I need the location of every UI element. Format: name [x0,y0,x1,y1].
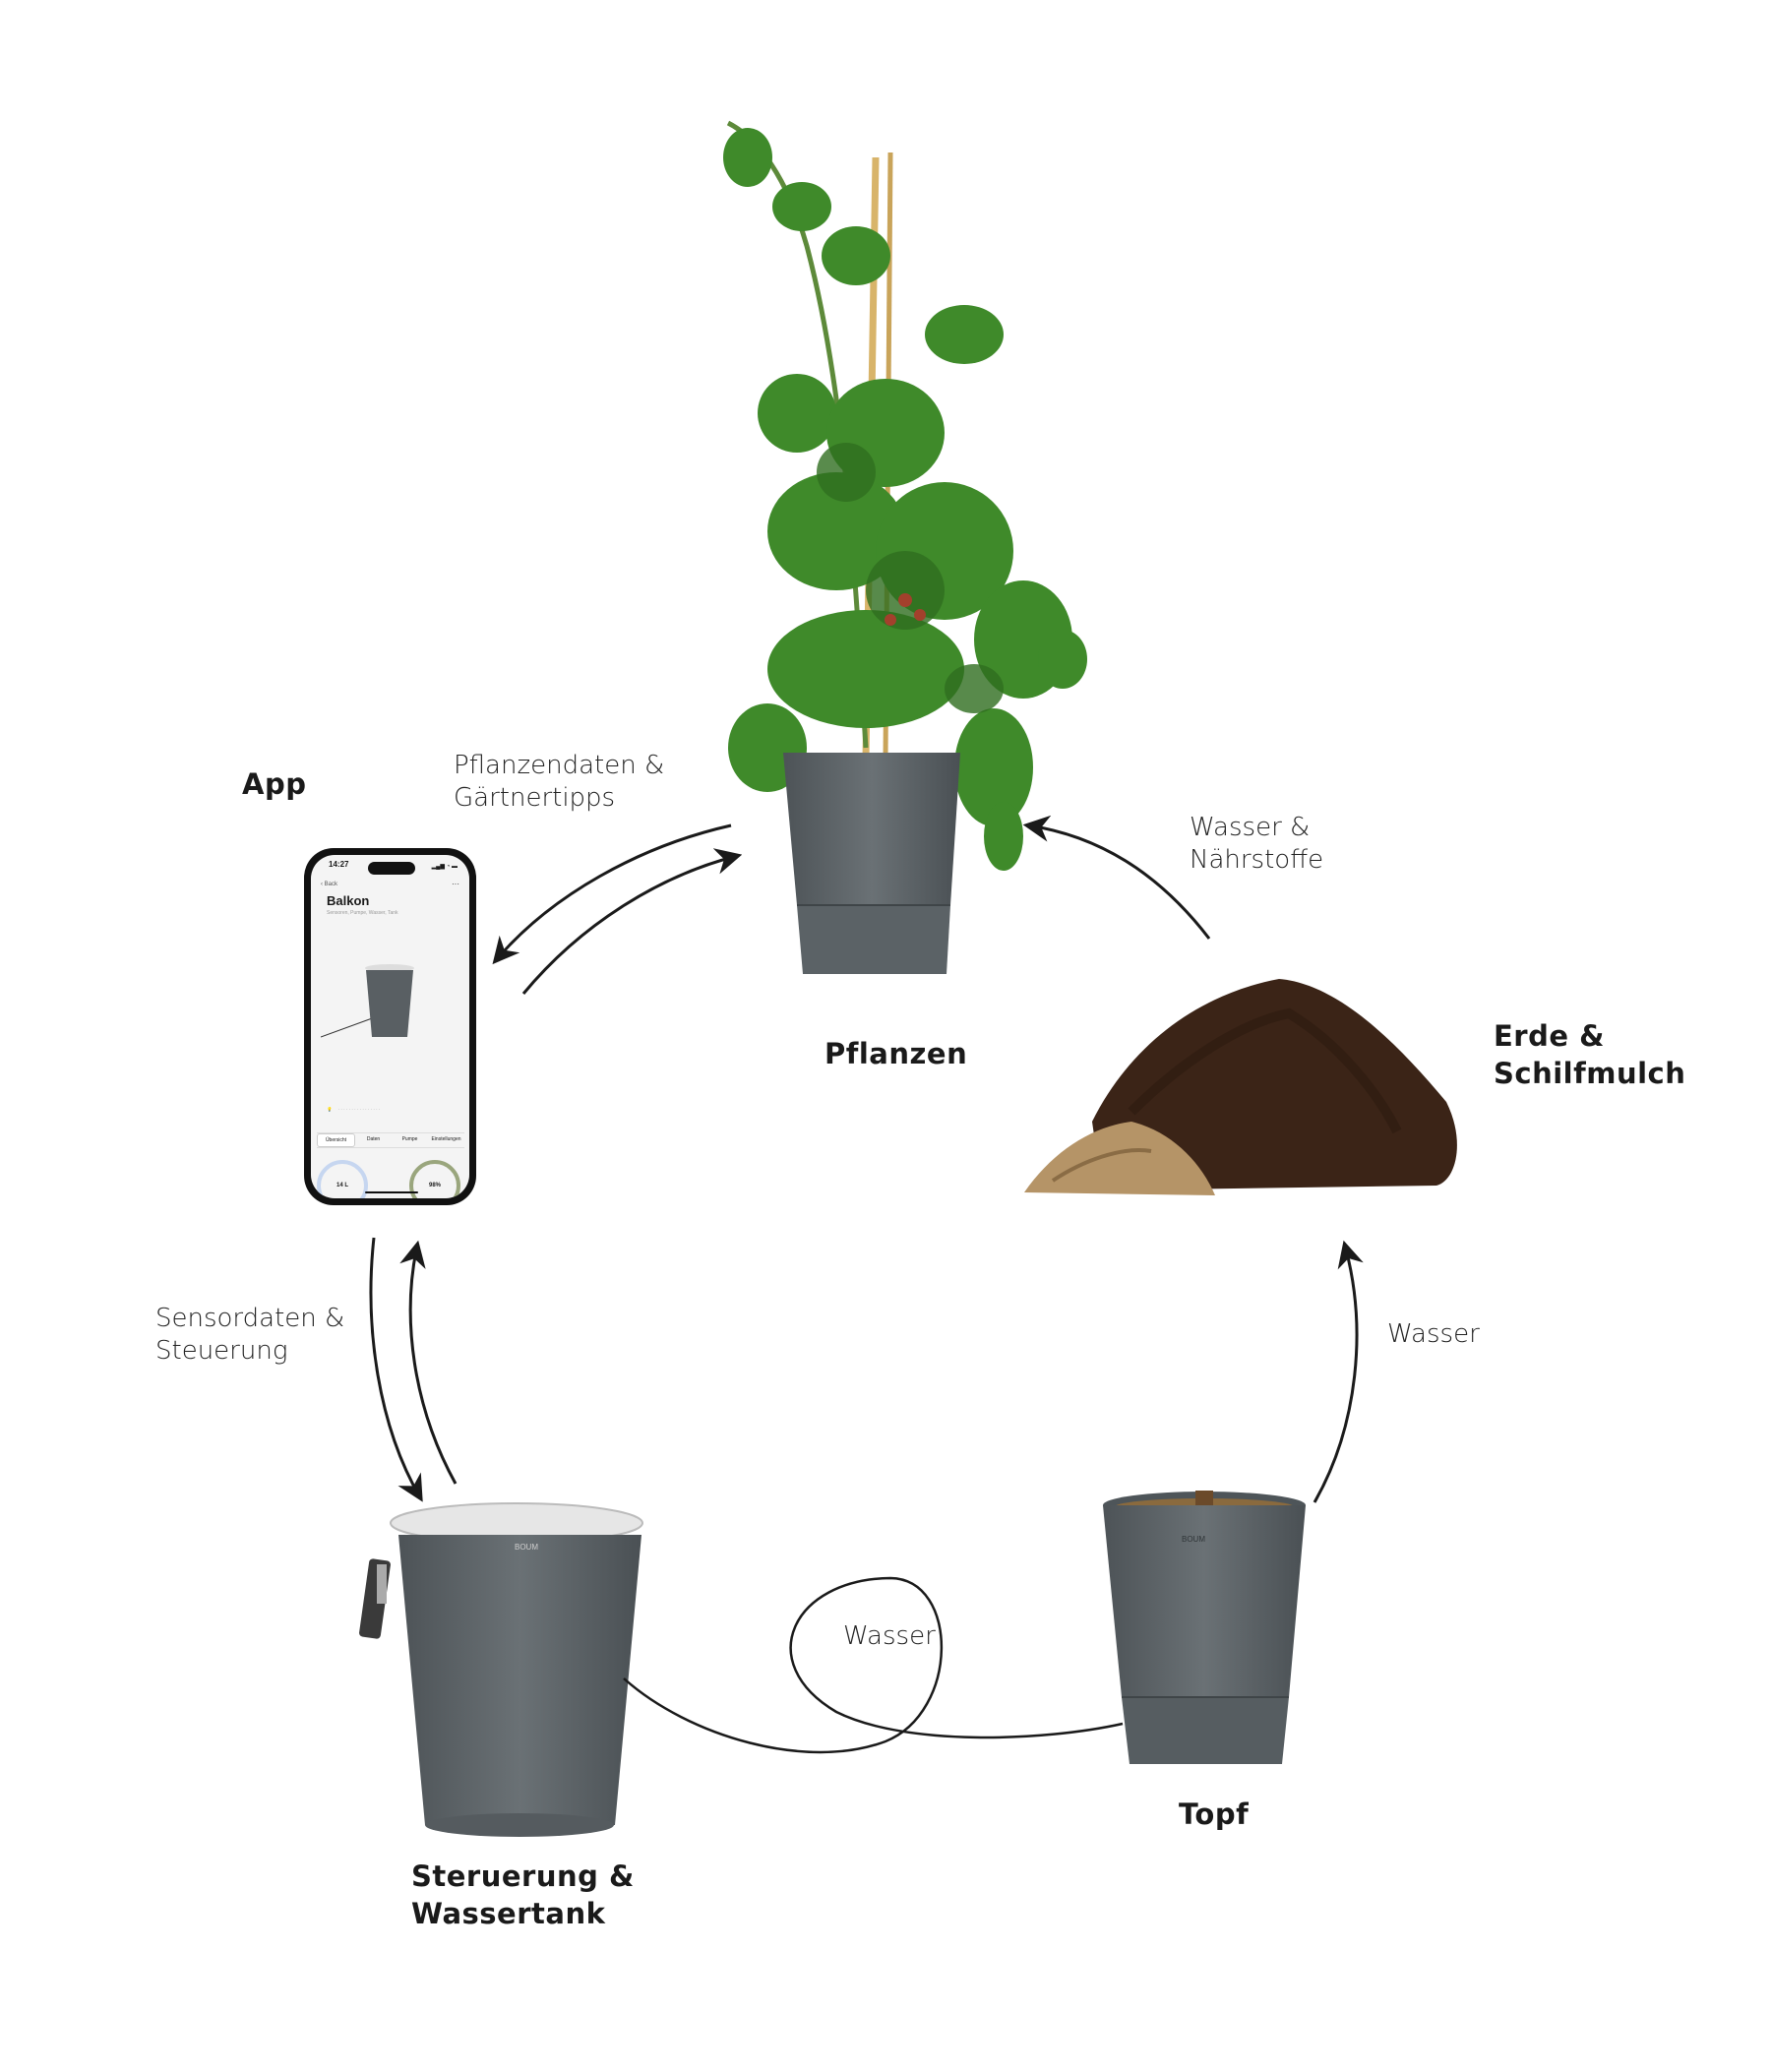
node-label-tank: Steruerung & Wassertank [411,1858,635,1932]
flow-soil-plants-line-2: Nährstoffe [1190,845,1324,875]
node-label-soil: Erde & Schilfmulch [1494,1017,1685,1092]
tab-settings[interactable]: Einstellungen [431,1136,461,1142]
dynamic-island [368,862,415,875]
tip-text: 💡· · · · · · · · · · · · · · · · [327,1107,381,1112]
tank-label-line-2: Wassertank [411,1897,606,1930]
flow-app-tank-line-2: Steuerung [155,1336,288,1366]
arrow-app-to-plants [521,848,743,995]
flow-label-pot-soil: Wasser [1387,1319,1480,1349]
smartphone-app-screen: 14:27 ▂▄▆ ◔ ▬ ‹ Back ··· Balkon Sensoren… [304,848,476,1205]
soil-label-line-2: Schilfmulch [1494,1057,1686,1090]
arrow-app-to-tank [369,1237,423,1502]
arrow-plants-to-app [492,823,732,965]
soil-and-mulch-image [1024,979,1457,1195]
arrow-pot-to-soil [1313,1240,1364,1503]
flow-label-soil-plants: Wasser & Nährstoffe [1190,812,1323,877]
flow-app-plants-line-2: Gärtnertipps [454,783,616,813]
more-icon[interactable]: ··· [452,880,459,888]
status-icons: ▂▄▆ ◔ ▬ [431,864,458,870]
flow-label-app-plants: Pflanzendaten & Gärtnertipps [454,750,664,815]
flow-label-app-tank: Sensordaten & Steuerung [155,1303,344,1368]
back-button[interactable]: ‹ Back [321,882,338,887]
water-level-gauge: 14 L [317,1160,368,1198]
tank-thumbnail [321,964,414,1038]
flow-soil-plants-line-1: Wasser & [1190,813,1311,842]
tomato-plant-image [723,120,1087,974]
tab-data[interactable]: Daten [366,1136,381,1142]
node-label-app: App [242,767,307,801]
hose-tank-to-pot [623,1576,1124,1754]
phone-page-title: Balkon [327,893,370,908]
lightbulb-icon: 💡 [327,1107,333,1112]
arrow-tank-to-app [399,1240,458,1485]
flow-app-plants-line-1: Pflanzendaten & [454,751,665,780]
phone-page-subtitle: Sensoren, Pumpe, Wasser, Tank [327,910,398,916]
moisture-gauge: 98% [409,1160,460,1198]
tab-overview[interactable]: Übersicht [317,1133,355,1147]
tank-brand: BOUM [515,1543,538,1552]
pot-image: BOUM [1103,1491,1306,1764]
pot-brand: BOUM [1182,1535,1205,1544]
flow-app-tank-line-1: Sensordaten & [155,1304,345,1333]
tank-label-line-1: Steruerung & [411,1859,635,1893]
phone-time: 14:27 [329,860,349,869]
node-label-pot: Topf [1179,1798,1250,1831]
phone-tabs: Übersicht Daten Pumpe Einstellungen [317,1132,464,1148]
water-tank-controller-image: BOUM [359,1502,643,1837]
flow-label-tank-pot: Wasser [843,1621,936,1651]
arrow-soil-to-plants [1022,815,1211,940]
tab-pump[interactable]: Pumpe [401,1136,418,1142]
home-indicator [365,1191,418,1193]
soil-label-line-1: Erde & [1494,1019,1605,1053]
node-label-plants: Pflanzen [824,1037,968,1070]
